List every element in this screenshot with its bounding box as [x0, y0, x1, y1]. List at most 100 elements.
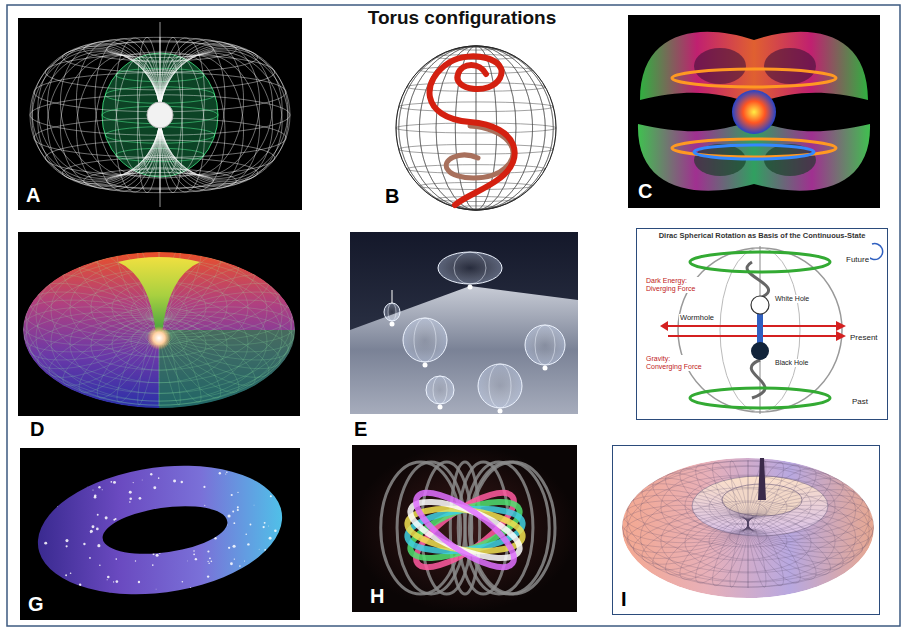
star: [97, 514, 99, 516]
sphere-parallel: [407, 165, 546, 174]
torus-surface: [622, 458, 874, 598]
torus-grid: [36, 247, 282, 383]
star: [203, 486, 205, 488]
torus-grid: [627, 461, 869, 573]
framed-panel: Dirac Spherical Rotation as Basis of the…: [636, 228, 888, 420]
star: [155, 588, 157, 590]
star: [96, 528, 99, 531]
image-panel: G: [20, 448, 300, 620]
image-panel: B: [380, 45, 572, 212]
star: [113, 519, 115, 521]
star: [154, 539, 157, 542]
torus-wireframe: [156, 137, 164, 138]
ring: [672, 69, 836, 87]
torus-grid: [680, 518, 748, 580]
torus-grid: [748, 505, 874, 542]
star: [153, 486, 156, 489]
panel-letter: H: [370, 585, 384, 608]
star: [124, 597, 125, 598]
torus-grid: [713, 518, 748, 585]
bubble-meridian: [535, 325, 555, 365]
lobe-cavity: [694, 48, 746, 84]
panel-ground: [612, 445, 880, 615]
star: [135, 560, 136, 561]
torus-wireframe: [156, 92, 164, 93]
torus-grid: [23, 251, 295, 401]
bubble: [403, 318, 447, 362]
star: [97, 544, 100, 547]
white-hole: [751, 296, 769, 314]
star: [258, 548, 260, 550]
star: [98, 486, 100, 488]
star: [239, 576, 242, 579]
annotation-label: Dirac Spherical Rotation as Basis of the…: [639, 232, 885, 241]
funnel: [118, 257, 200, 334]
bubble-meridian: [388, 303, 396, 321]
star: [39, 511, 42, 514]
star: [115, 558, 117, 560]
star: [60, 493, 61, 494]
star: [129, 497, 132, 500]
star: [107, 576, 110, 579]
star: [83, 543, 85, 545]
star: [193, 550, 195, 552]
torus-wireframe: [30, 95, 290, 135]
spike: [758, 458, 766, 500]
panel-f-art: [636, 228, 888, 420]
sphere-parallel: [419, 182, 532, 189]
star: [230, 598, 232, 600]
star: [204, 505, 205, 506]
cutaway: [159, 330, 300, 420]
torus-grid: [709, 523, 787, 559]
star: [238, 572, 241, 575]
star: [41, 487, 42, 488]
star: [182, 581, 184, 583]
star: [150, 473, 152, 475]
image-panel: D: [18, 232, 300, 444]
star: [173, 480, 176, 483]
torus-grid: [748, 515, 854, 564]
sphere-meridian: [407, 46, 546, 210]
panel-ground: [18, 18, 302, 210]
panel-c-art: [628, 15, 880, 208]
star: [102, 489, 103, 490]
star: [113, 581, 114, 582]
sphere-parallel: [455, 47, 496, 50]
star: [230, 562, 233, 565]
star: [38, 502, 40, 504]
outer-frame: [7, 5, 900, 626]
panel-letter: A: [26, 184, 40, 207]
star: [233, 522, 235, 524]
panel-letter: B: [385, 185, 399, 208]
sphere-meridian: [419, 46, 532, 210]
annotation-label: Black Hole: [774, 359, 809, 367]
annotation-label: Present: [849, 333, 879, 342]
torus-grid: [642, 484, 748, 533]
glow: [498, 409, 503, 414]
bubble-meridian: [433, 376, 447, 404]
panel-letter: I: [621, 588, 627, 611]
star: [228, 547, 230, 549]
star: [101, 476, 102, 477]
star: [39, 506, 40, 507]
torus-wireframe: [76, 40, 160, 175]
torus-grid: [743, 529, 753, 533]
torus-body: [622, 458, 874, 598]
rotation-arrow: [868, 244, 883, 260]
annotation-label: White Hole: [774, 295, 810, 303]
star: [264, 522, 266, 524]
ribbon: [404, 491, 527, 570]
panel-ground: [20, 448, 300, 620]
torus-grid: [730, 529, 767, 546]
star: [207, 575, 209, 577]
star: [153, 553, 155, 555]
glow: [543, 366, 548, 371]
star: [231, 494, 233, 496]
star: [250, 524, 252, 526]
star: [90, 532, 91, 533]
star: [181, 543, 183, 545]
bubble: [478, 364, 522, 408]
title: Torus configurations: [0, 7, 908, 29]
star: [133, 482, 134, 483]
